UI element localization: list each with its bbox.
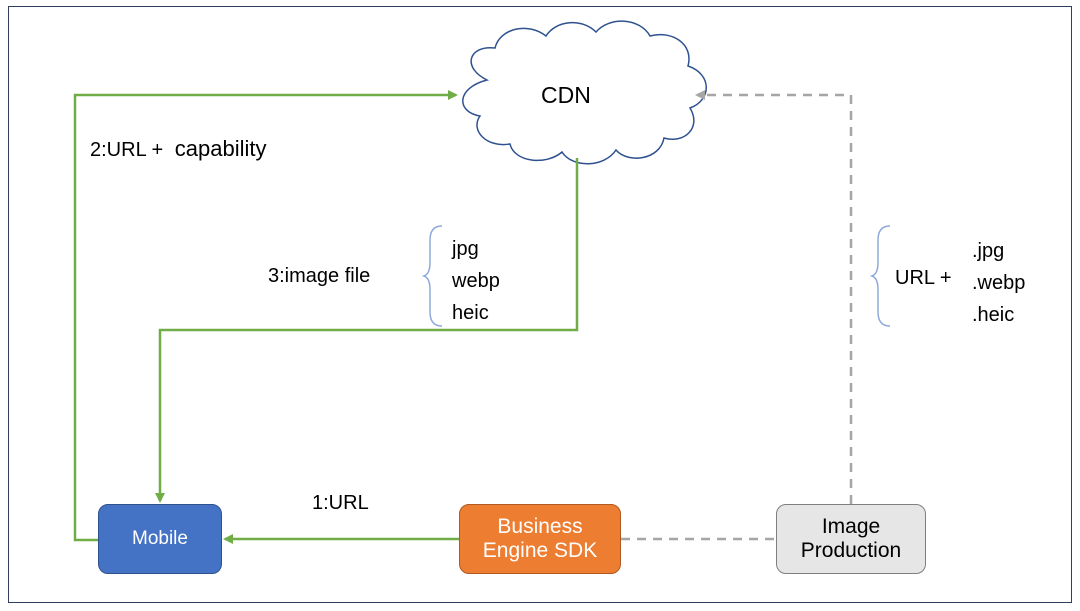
diagram-frame — [8, 6, 1072, 603]
mobile-node[interactable]: Mobile — [98, 504, 222, 574]
sdk-label-line2: Engine SDK — [482, 539, 598, 562]
brace-image-formats — [421, 225, 443, 327]
sdk-label-line1: Business — [497, 514, 583, 538]
url-plus-label: URL + — [895, 267, 952, 289]
image-production-node[interactable]: Image Production — [776, 504, 926, 574]
arrow-cdn-to-mobile — [155, 158, 579, 503]
image-formats-list: jpg webp heic — [452, 233, 500, 329]
production-label-line2: Production — [800, 539, 902, 562]
ext-jpg: .jpg — [972, 240, 1005, 262]
format-jpg: jpg — [452, 238, 479, 260]
url-capability-prefix: 2:URL + — [90, 139, 164, 161]
url-extensions-list: .jpg .webp .heic — [972, 235, 1025, 331]
format-heic: heic — [452, 302, 489, 324]
step1-label: 1:URL — [312, 492, 369, 514]
cdn-cloud — [462, 20, 707, 165]
business-engine-sdk-node[interactable]: Business Engine SDK — [459, 504, 621, 574]
ext-heic: .heic — [972, 304, 1015, 326]
arrow-mobile-to-cdn — [73, 90, 458, 542]
url-capability-suffix: capability — [174, 136, 267, 161]
dashed-production-to-cdn — [695, 90, 853, 504]
image-file-label: 3:image file — [268, 265, 371, 287]
format-webp: webp — [452, 270, 500, 292]
brace-url-extensions — [869, 225, 891, 327]
mobile-label: Mobile — [132, 528, 188, 550]
url-capability-label: 2:URL + capability — [90, 136, 266, 162]
ext-webp: .webp — [972, 272, 1026, 294]
cdn-label: CDN — [541, 82, 591, 108]
production-label-line1: Image — [821, 514, 881, 538]
